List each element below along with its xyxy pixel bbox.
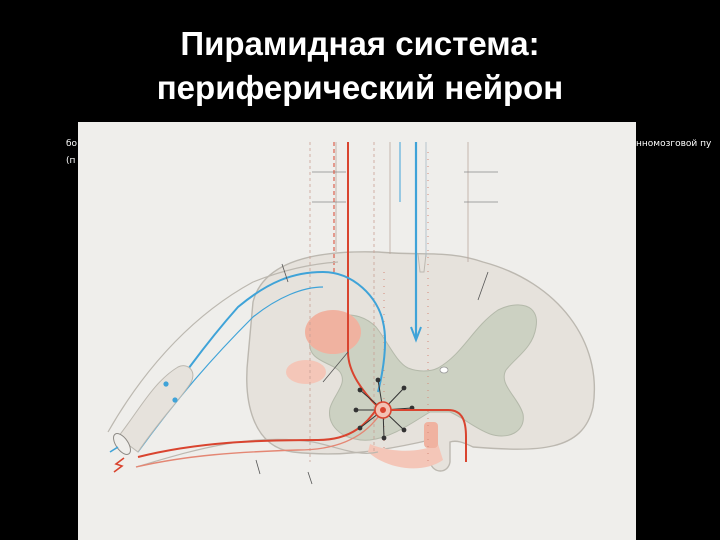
sensory-arrowhead — [410, 326, 422, 343]
spinal-ganglion — [117, 365, 194, 453]
leader-line-1 — [281, 263, 289, 283]
right-label-line-1: нномозговой пу — [636, 139, 712, 149]
sensory-arrow-left — [109, 446, 119, 453]
leader-line-2 — [322, 351, 349, 383]
left-label-line-1: бо — [66, 139, 78, 149]
pink-region-medial — [424, 422, 438, 448]
spinal-cord-diagram — [78, 122, 636, 540]
pink-region-ventral — [368, 444, 443, 469]
motor-arrow-left — [113, 457, 125, 473]
pink-region-lateral — [286, 360, 326, 384]
right-label-block: нномозговой пу — [636, 136, 711, 153]
nerve-sheath-upper — [107, 261, 339, 433]
title-line-2: периферический нейрон — [156, 69, 564, 106]
ganglion-cell-1 — [163, 381, 169, 387]
ventral-root-fiber — [137, 406, 379, 458]
slide-title: Пирамидная система: периферический нейро… — [0, 22, 720, 110]
left-label-block: бо (п — [66, 136, 77, 170]
leader-line-3 — [477, 271, 489, 301]
commissural-fiber — [391, 409, 467, 462]
title-line-1: Пирамидная система: — [180, 25, 540, 62]
leader-line-4 — [255, 459, 261, 475]
ganglion-cell-2 — [172, 397, 178, 403]
left-label-line-2: (п — [66, 156, 76, 166]
ventral-root-fiber-2 — [135, 416, 379, 468]
posterior-median-sulcus — [417, 253, 427, 273]
central-canal — [439, 366, 449, 374]
lateral-corticospinal-tract — [305, 310, 361, 354]
leader-line-5 — [307, 471, 313, 485]
gray-matter — [309, 304, 537, 441]
